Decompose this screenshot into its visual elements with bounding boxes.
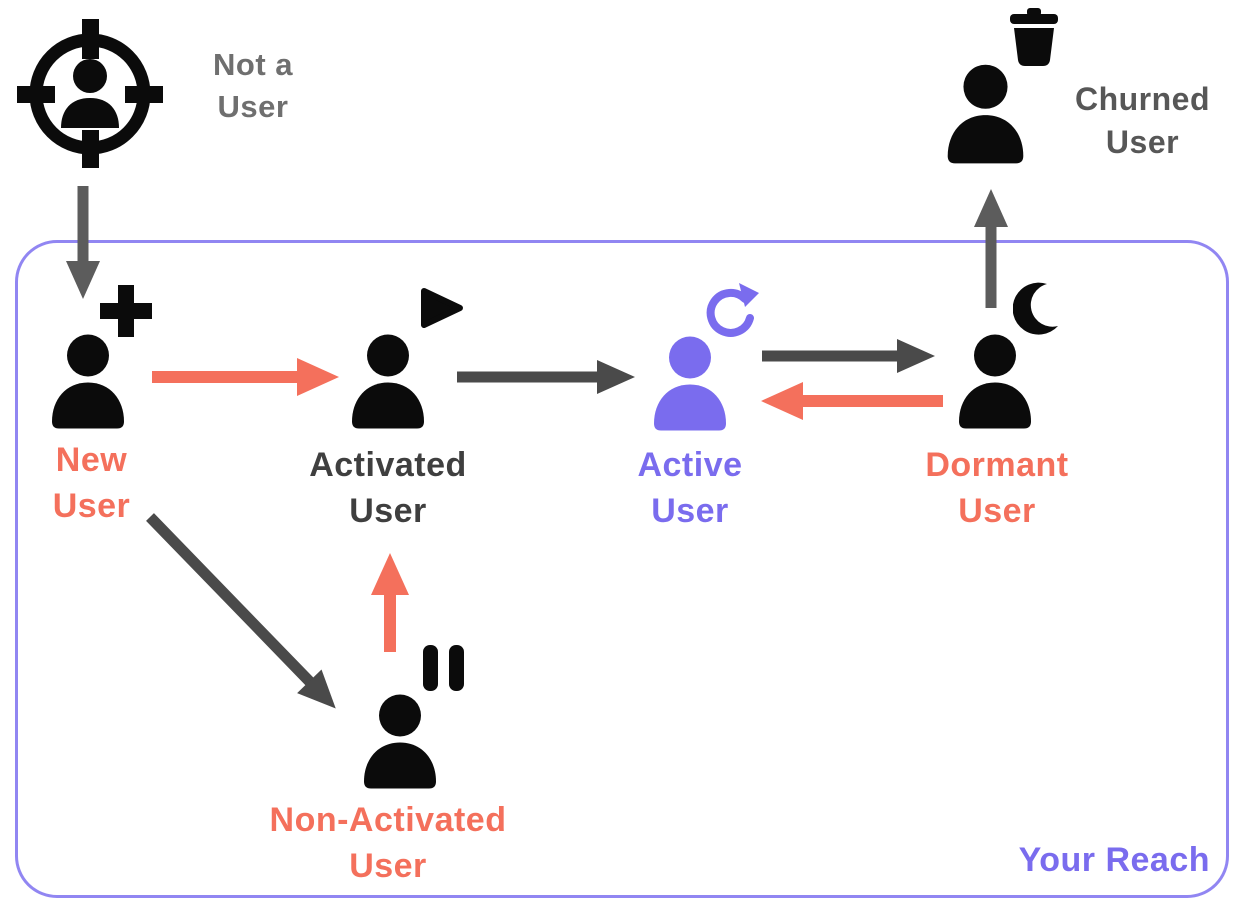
dormant-user-label: Dormant User bbox=[925, 446, 1069, 530]
pause-icon bbox=[423, 645, 464, 691]
new-user-label: New User bbox=[52, 441, 131, 525]
target-icon bbox=[17, 19, 163, 168]
your-reach-region bbox=[15, 240, 1229, 898]
not-a-user-label: Not a User bbox=[213, 47, 293, 124]
trash-icon bbox=[1010, 8, 1058, 66]
non-activated-user-label: Non-Activated User bbox=[269, 801, 507, 885]
person-icon bbox=[947, 64, 1024, 164]
churned-user-label: Churned User bbox=[1074, 81, 1211, 161]
refresh-icon bbox=[706, 283, 759, 337]
your-reach-label: Your Reach bbox=[1018, 841, 1210, 879]
person-icon bbox=[352, 334, 424, 429]
person-icon bbox=[654, 336, 726, 431]
node-not-a-user: Not a User bbox=[8, 6, 338, 176]
node-active-user: Active User bbox=[590, 283, 790, 533]
plus-icon bbox=[100, 285, 152, 337]
node-new-user: New User bbox=[24, 280, 159, 530]
active-user-label: Active User bbox=[637, 446, 743, 530]
arrow-new-to-non-activated bbox=[146, 513, 336, 709]
node-dormant-user: Dormant User bbox=[897, 281, 1097, 531]
moon-icon bbox=[1013, 282, 1058, 335]
play-icon bbox=[421, 288, 463, 328]
node-churned-user: Churned User bbox=[925, 5, 1237, 175]
node-non-activated-user: Non-Activated User bbox=[238, 642, 538, 892]
person-icon bbox=[959, 334, 1031, 429]
person-icon bbox=[364, 694, 436, 789]
person-icon bbox=[52, 334, 124, 429]
activated-user-label: Activated User bbox=[309, 446, 467, 530]
node-activated-user: Activated User bbox=[288, 285, 488, 535]
